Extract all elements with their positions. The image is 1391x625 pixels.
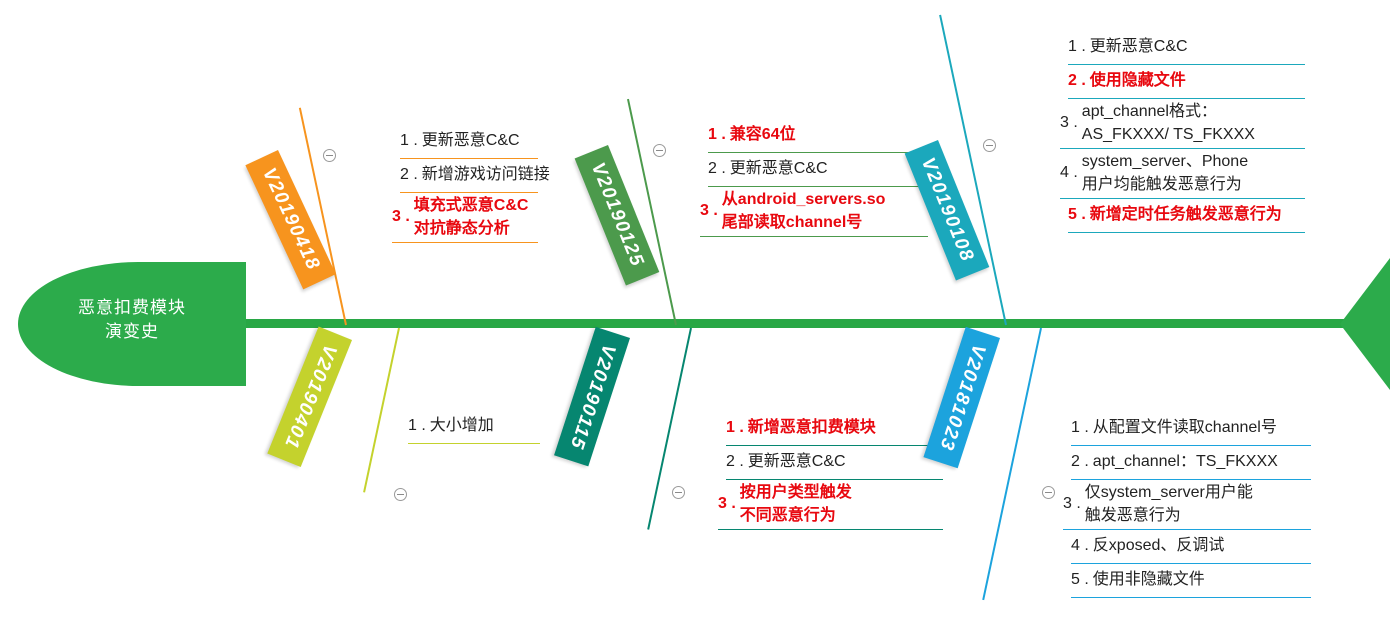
branch-item-number: 2 . [726,452,744,470]
branch-item-text: 大小增加 [429,417,494,434]
branch-item[interactable]: 3 .仅system_server用户能 触发恶意行为 [1063,480,1311,530]
branch-item-number: 4 . [1071,536,1089,554]
minus-circle-icon[interactable] [323,149,336,162]
branch-item[interactable]: 3 .从android_servers.so 尾部读取channel号 [700,187,928,237]
branch-item-number: 3 . [700,201,718,219]
head-title-line-1: 恶意扣费模块 [78,298,186,317]
branch-item-number: 2 . [1068,71,1086,89]
branch-item-text: 更新恶意C&C [729,160,828,177]
branch-connector-v20190401 [363,327,400,493]
branch-item[interactable]: 3 .按用户类型触发 不同恶意行为 [718,480,943,530]
branch-label-v20190115[interactable]: V20190115 [553,326,630,467]
branch-item[interactable]: 4 .反xposed、反调试 [1071,530,1311,564]
branch-item-text: 使用非隐藏文件 [1092,571,1205,588]
branch-item-text: 新增恶意扣费模块 [747,419,876,436]
fishbone-tail-arrow [1340,258,1390,390]
branch-item-number: 5 . [1071,570,1089,588]
branch-item[interactable]: 2 .更新恶意C&C [726,446,943,480]
branch-item[interactable]: 1 .更新恶意C&C [1068,31,1305,65]
branch-item-text: system_server、Phone 用户均能触发恶意行为 [1081,152,1249,193]
branch-connector-v20181023 [982,327,1042,601]
branch-item-number: 3 . [392,207,410,225]
branch-item-number: 2 . [708,159,726,177]
branch-item-text: 兼容64位 [729,126,796,143]
branch-item[interactable]: 2 .使用隐藏文件 [1068,65,1305,99]
branch-connector-v20190115 [647,327,692,530]
branch-item-text: 反xposed、反调试 [1092,537,1225,554]
branch-item-text: 更新恶意C&C [1089,38,1188,55]
branch-item[interactable]: 1 .从配置文件读取channel号 [1071,412,1311,446]
branch-item-number: 1 . [1068,37,1086,55]
minus-circle-icon[interactable] [983,139,996,152]
branch-item-text: 从android_servers.so 尾部读取channel号 [721,190,886,231]
branch-item-number: 2 . [1071,452,1089,470]
branch-item-text: 新增定时任务触发恶意行为 [1089,206,1282,223]
branch-item-text: 新增游戏访问链接 [421,166,550,183]
minus-circle-icon[interactable] [672,486,685,499]
branch-item[interactable]: 2 .新增游戏访问链接 [400,159,550,193]
branch-item-number: 1 . [400,131,418,149]
branch-item-number: 2 . [400,165,418,183]
branch-item-number: 3 . [1060,113,1078,131]
head-title-line-2: 演变史 [105,322,159,341]
branch-item-number: 1 . [726,418,744,436]
branch-label-v20190125[interactable]: V20190125 [574,145,660,286]
branch-item-text: 使用隐藏文件 [1089,72,1186,89]
branch-item-number: 4 . [1060,163,1078,181]
branch-item-number: 1 . [708,125,726,143]
branch-item[interactable]: 5 .使用非隐藏文件 [1071,564,1311,598]
branch-item[interactable]: 3 .apt_channel格式： AS_FKXXX/ TS_FKXXX [1060,99,1305,149]
fishbone-head-title: 恶意扣费模块 演变史 [42,296,222,344]
branch-item[interactable]: 1 .新增恶意扣费模块 [726,412,943,446]
branch-item-number: 3 . [1063,494,1081,512]
branch-label-v20181023[interactable]: V20181023 [923,326,1000,469]
minus-circle-icon[interactable] [394,488,407,501]
branch-item[interactable]: 1 .兼容64位 [708,119,928,153]
branch-item-number: 3 . [718,494,736,512]
branch-item-number: 1 . [408,416,426,434]
branch-item-text: 仅system_server用户能 触发恶意行为 [1084,483,1253,524]
fishbone-head[interactable] [18,262,246,386]
branch-item[interactable]: 2 .apt_channel：TS_FKXXX [1071,446,1311,480]
minus-circle-icon[interactable] [653,144,666,157]
branch-item[interactable]: 1 .更新恶意C&C [400,125,538,159]
branch-item-number: 1 . [1071,418,1089,436]
branch-label-v20190401[interactable]: V20190401 [267,326,352,467]
minus-circle-icon[interactable] [1042,486,1055,499]
branch-item[interactable]: 1 .大小增加 [408,410,540,444]
branch-item-text: apt_channel：TS_FKXXX [1092,453,1278,470]
branch-item[interactable]: 3 .填充式恶意C&C 对抗静态分析 [392,193,538,243]
branch-item-number: 5 . [1068,205,1086,223]
branch-item[interactable]: 2 .更新恶意C&C [708,153,928,187]
branch-item-text: 更新恶意C&C [421,132,520,149]
branch-item-text: apt_channel格式： AS_FKXXX/ TS_FKXXX [1081,102,1255,143]
branch-items-v20190401: 1 .大小增加 [400,410,540,444]
branch-item-text: 按用户类型触发 不同恶意行为 [739,483,852,524]
branch-item[interactable]: 5 .新增定时任务触发恶意行为 [1068,199,1305,233]
fishbone-spine [190,319,1370,328]
branch-item-text: 填充式恶意C&C 对抗静态分析 [413,196,529,237]
branch-item-text: 从配置文件读取channel号 [1092,419,1277,436]
branch-item[interactable]: 4 .system_server、Phone 用户均能触发恶意行为 [1060,149,1305,199]
branch-item-text: 更新恶意C&C [747,453,846,470]
